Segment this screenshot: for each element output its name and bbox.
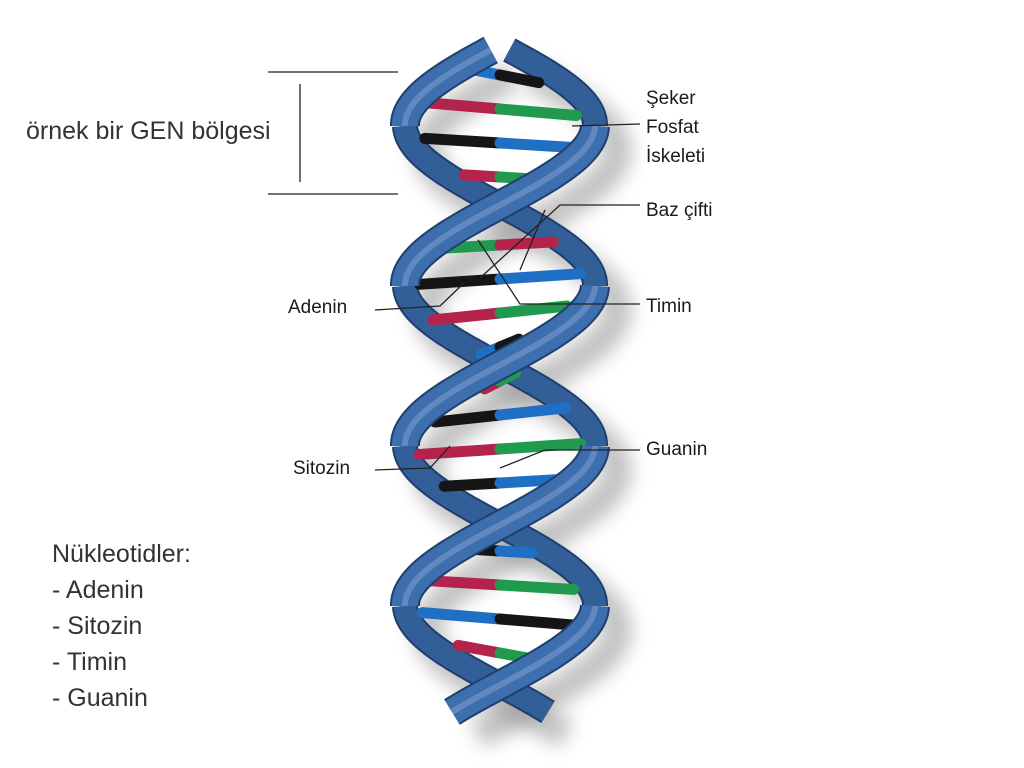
nucleotide-base: [494, 438, 587, 455]
backbone-leader: [571, 123, 641, 127]
nucleotide-base: [494, 613, 583, 631]
nucleotide-base: [494, 545, 538, 559]
thymine-label: Timin: [646, 296, 692, 317]
base-pair-label: Baz çifti: [646, 200, 713, 221]
legend-item-guanine: - Guanin: [52, 684, 148, 712]
sugar-phosphate-backbone: [392, 445, 608, 606]
guanine-label: Guanin: [646, 439, 708, 460]
strand-highlight: [402, 125, 598, 286]
sugar-phosphate-backbone: [445, 605, 608, 724]
sugar-phosphate-backbone: [392, 285, 608, 446]
backbone-label-line-1: Şeker: [646, 88, 696, 109]
strand-highlight: [402, 47, 493, 126]
nucleotide-base: [441, 239, 506, 254]
adenine-leader: [374, 281, 466, 311]
legend-item-thymine: - Timin: [52, 648, 127, 676]
nucleotide-base: [494, 103, 582, 121]
nucleotide-base: [417, 607, 506, 625]
legend-item-adenine: - Adenin: [52, 576, 144, 604]
nucleotide-base: [420, 575, 506, 591]
strand-highlight: [402, 445, 598, 606]
base-pair-leader-2: [519, 209, 546, 271]
nucleotide-base: [413, 443, 506, 460]
sugar-phosphate-backbone: [394, 605, 554, 722]
nucleotide-base: [419, 132, 506, 149]
nucleotide-base: [494, 268, 586, 285]
sugar-phosphate-backbone: [504, 40, 606, 126]
guanine-leader: [499, 449, 640, 469]
adenine-label: Adenin: [288, 297, 348, 318]
nucleotide-base: [429, 409, 506, 428]
nucleotide-base: [494, 474, 562, 489]
nucleotide-base: [494, 236, 559, 251]
nucleotide-base: [494, 402, 571, 421]
backbone-label: Şeker Fosfat İskeleti: [646, 84, 705, 171]
nucleotide-base: [418, 97, 506, 115]
strand-highlight: [402, 285, 598, 446]
nucleotide-base: [494, 69, 545, 89]
nucleotide-base: [494, 300, 573, 319]
thymine-leader: [477, 239, 640, 305]
nucleotide-base: [458, 169, 506, 183]
nucleotide-base: [452, 639, 506, 659]
backbone-label-line-3: İskeleti: [646, 146, 706, 167]
cytosine-label: Sitozin: [293, 458, 351, 479]
cytosine-leader: [374, 445, 451, 471]
nucleotide-base: [494, 137, 581, 154]
sugar-phosphate-backbone: [392, 125, 608, 286]
base-pair-leader-1: [479, 204, 640, 279]
gene-region-label: örnek bir GEN bölgesi: [26, 117, 271, 145]
nucleotide-legend: Nükleotidler: - Adenin - Sitozin - Timin…: [52, 536, 191, 716]
sugar-phosphate-backbone: [392, 38, 497, 126]
nucleotide-base: [427, 307, 506, 326]
nucleotide-base: [494, 579, 580, 595]
leader-lines: [268, 71, 641, 471]
legend-title: Nükleotidler:: [52, 540, 191, 568]
nucleotide-base: [438, 477, 506, 492]
front-strand: [390, 36, 610, 725]
backbone-label-line-2: Fosfat: [646, 117, 699, 138]
nucleotide-base: [414, 273, 506, 290]
strand-highlight: [450, 605, 598, 715]
legend-item-cytosine: - Sitozin: [52, 612, 143, 640]
